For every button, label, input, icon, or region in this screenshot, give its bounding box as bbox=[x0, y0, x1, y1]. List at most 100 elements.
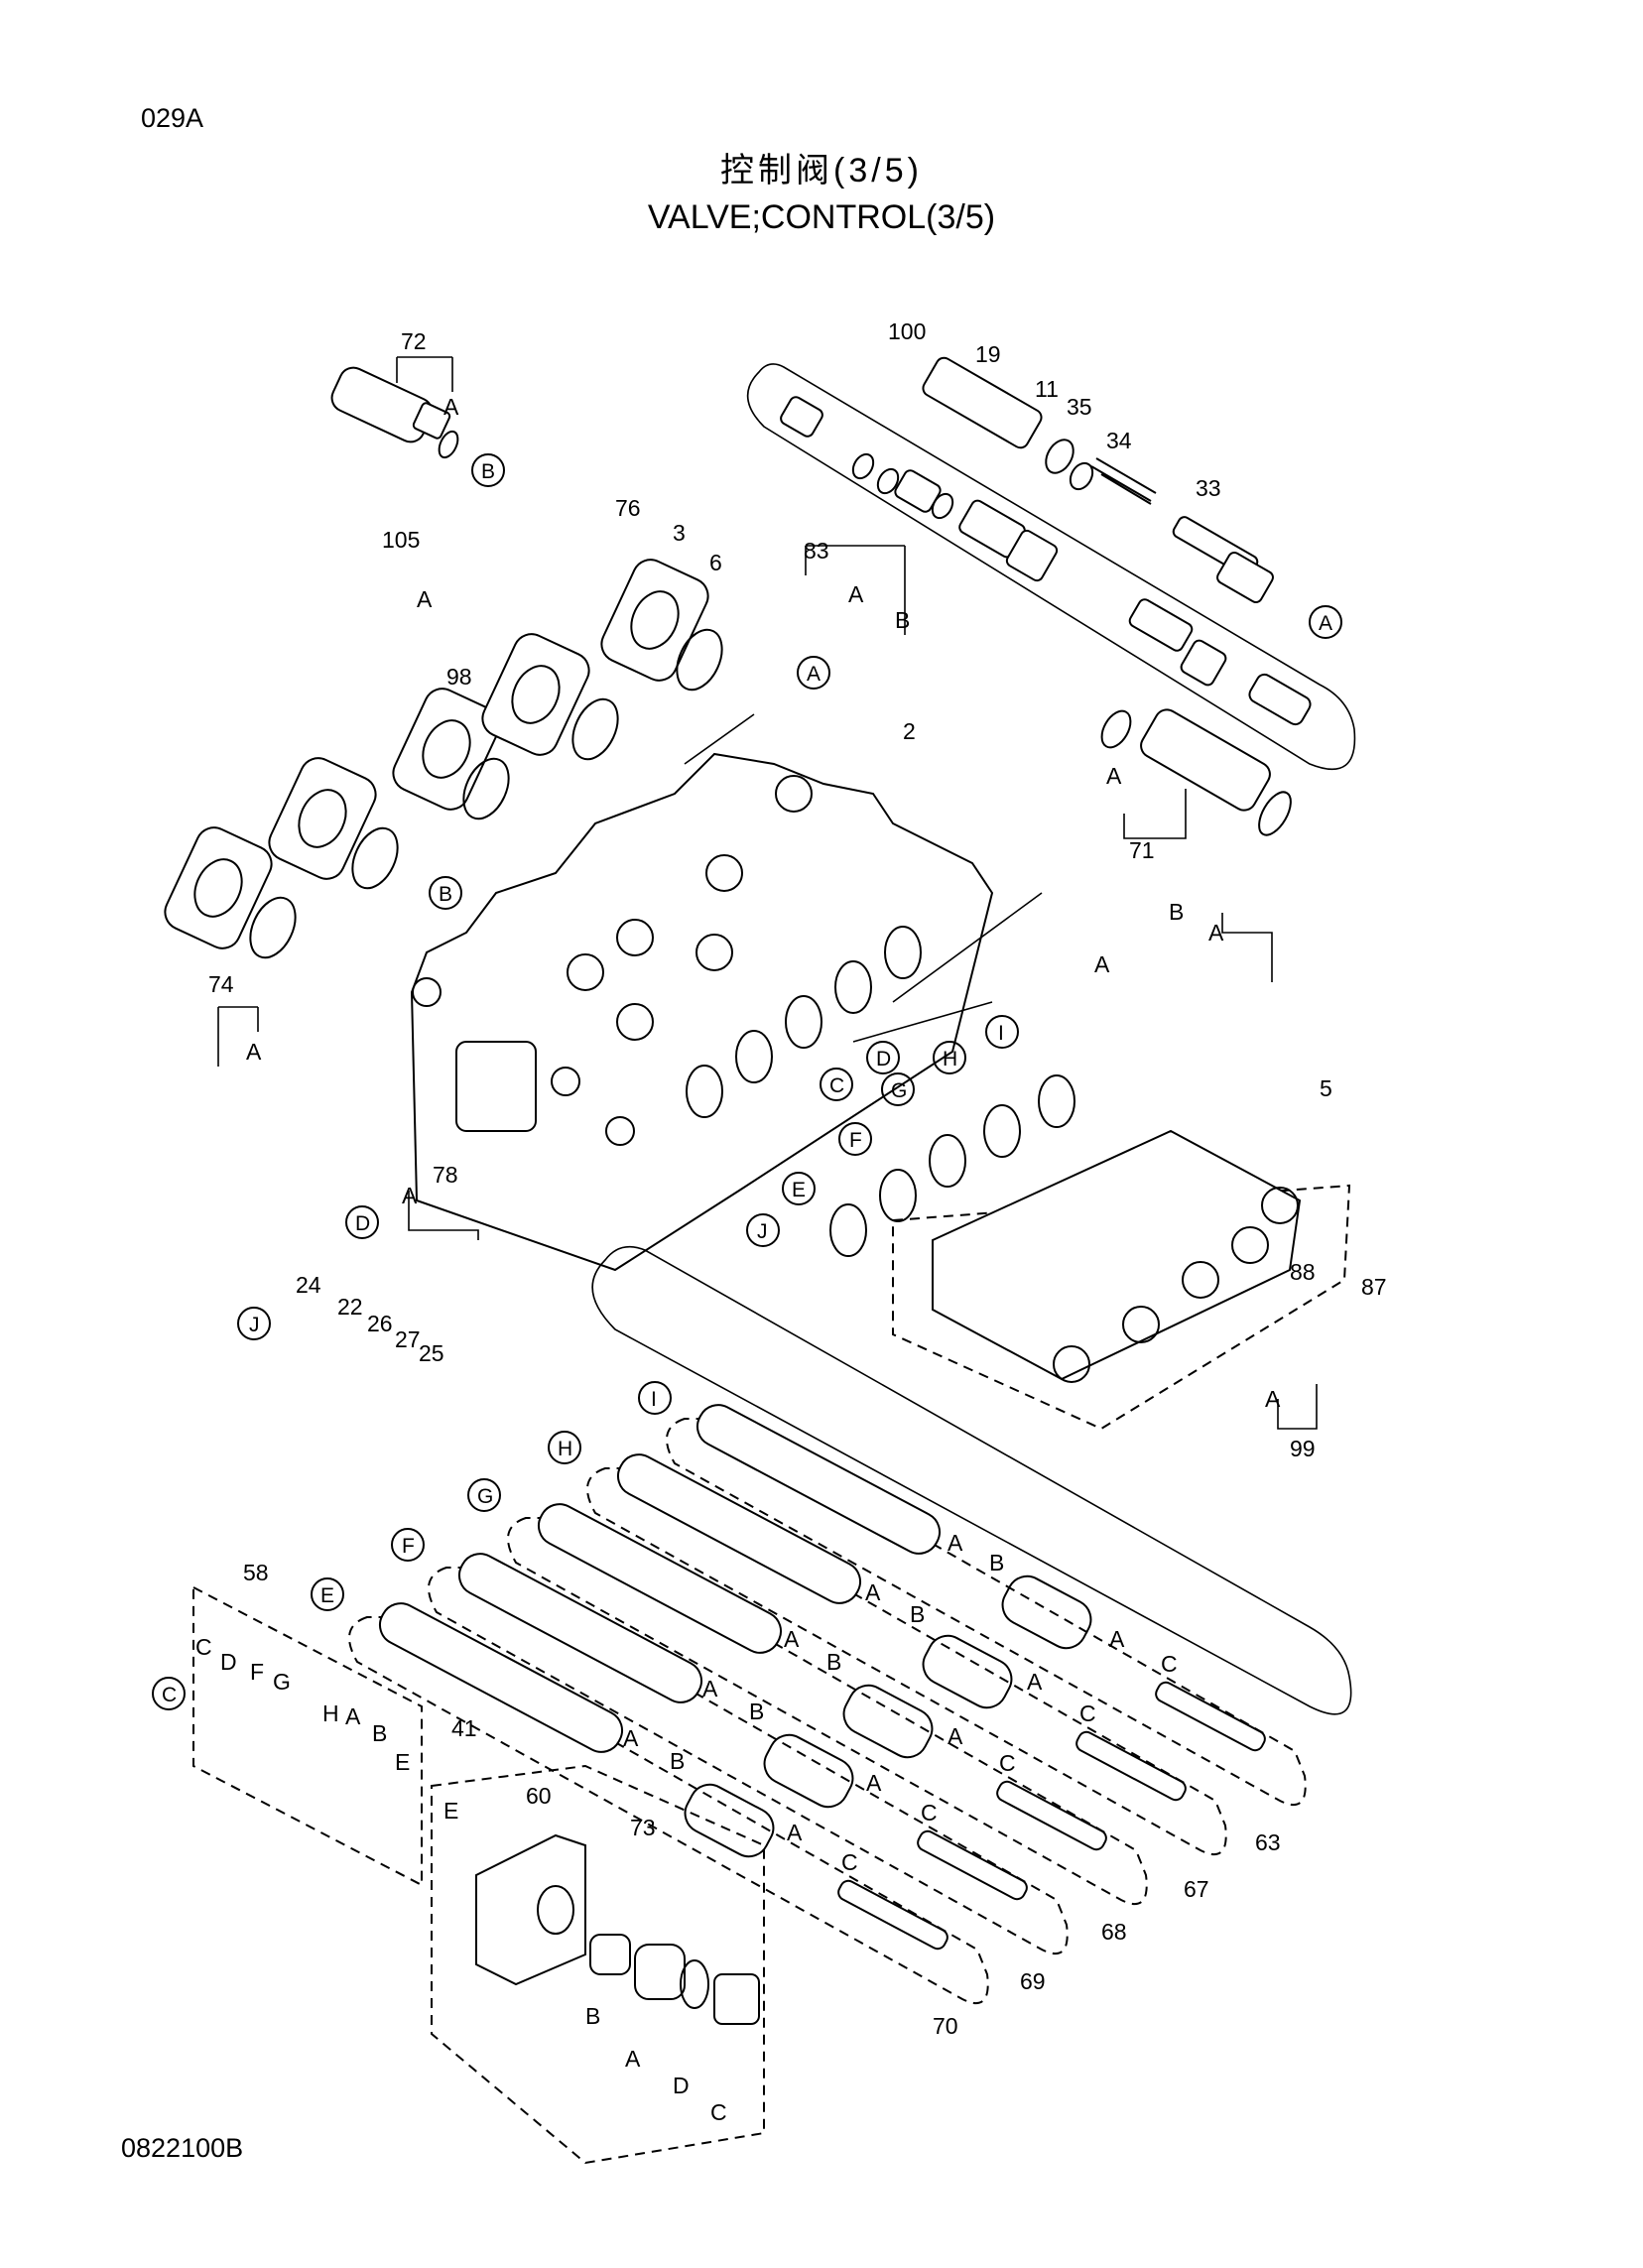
document-number: 0822100B bbox=[121, 2133, 244, 2163]
callout-73: 73 bbox=[630, 1815, 656, 1840]
ref-circle-j-left: J bbox=[237, 1307, 271, 1340]
spool-groups-dashed bbox=[192, 1418, 1307, 2165]
callout-11: 11 bbox=[1035, 376, 1059, 402]
relief-valve-72-drawing bbox=[330, 366, 459, 459]
svg-text:B: B bbox=[910, 1601, 925, 1627]
ref-circle-c-body: C bbox=[820, 1068, 853, 1101]
callout-63: 63 bbox=[1255, 1829, 1281, 1855]
svg-text:F: F bbox=[402, 1535, 415, 1558]
svg-text:A: A bbox=[1109, 1626, 1125, 1652]
ref-circle-f-body: F bbox=[838, 1122, 872, 1156]
title-chinese: 控制阀(3/5) bbox=[720, 152, 923, 189]
callout-69: 69 bbox=[1020, 1968, 1046, 1994]
svg-text:H: H bbox=[943, 1048, 957, 1071]
relief-valve-71-drawing bbox=[1100, 708, 1292, 836]
svg-text:J: J bbox=[249, 1314, 260, 1336]
ref-circle-d-valve: D bbox=[345, 1205, 379, 1239]
svg-text:B: B bbox=[372, 1720, 387, 1746]
svg-text:A: A bbox=[1208, 920, 1224, 945]
svg-text:C: C bbox=[162, 1684, 177, 1706]
svg-text:E: E bbox=[792, 1179, 806, 1201]
callout-105: 105 bbox=[382, 527, 420, 553]
svg-text:F: F bbox=[849, 1129, 862, 1152]
svg-text:A: A bbox=[866, 1770, 882, 1796]
callout-5: 5 bbox=[1320, 1075, 1332, 1101]
callout-99: 99 bbox=[1290, 1436, 1316, 1461]
svg-text:G: G bbox=[273, 1669, 291, 1695]
callout-78: 78 bbox=[433, 1162, 458, 1188]
ref-circle-i-spool: I bbox=[638, 1381, 672, 1415]
ref-circle-e-body: E bbox=[782, 1172, 816, 1205]
svg-text:A: A bbox=[402, 1183, 418, 1208]
callout-70: 70 bbox=[933, 2013, 958, 2039]
svg-text:H: H bbox=[322, 1701, 339, 1726]
callout-76-top: 76 bbox=[615, 495, 641, 521]
svg-text:A: A bbox=[443, 394, 459, 420]
svg-text:A: A bbox=[1027, 1669, 1043, 1695]
svg-text:A: A bbox=[1319, 612, 1332, 635]
svg-text:A: A bbox=[417, 586, 433, 612]
svg-text:D: D bbox=[220, 1649, 237, 1675]
callout-24: 24 bbox=[296, 1272, 321, 1298]
callout-74-left: 74 bbox=[208, 971, 234, 997]
callout-87: 87 bbox=[1361, 1274, 1387, 1300]
svg-text:A: A bbox=[948, 1530, 963, 1556]
callout-35: 35 bbox=[1067, 394, 1092, 420]
ref-circle-b-top: B bbox=[471, 453, 505, 487]
callout-83-top: 83 bbox=[804, 538, 829, 564]
svg-text:C: C bbox=[921, 1800, 938, 1826]
page-code: 029A bbox=[141, 103, 204, 133]
svg-text:C: C bbox=[999, 1750, 1016, 1776]
callout-58: 58 bbox=[243, 1560, 269, 1585]
svg-text:A: A bbox=[807, 663, 821, 686]
svg-text:B: B bbox=[826, 1649, 841, 1675]
callout-71: 71 bbox=[1129, 837, 1155, 863]
upper-spool-group-outline bbox=[746, 356, 1356, 771]
lower-spool-outline bbox=[591, 1245, 1352, 1715]
svg-text:A: A bbox=[948, 1723, 963, 1749]
svg-text:C: C bbox=[829, 1074, 844, 1097]
spool-bodies bbox=[378, 1404, 942, 1753]
cover-5-group bbox=[829, 1074, 1351, 1431]
svg-text:A: A bbox=[848, 581, 864, 607]
svg-text:B: B bbox=[749, 1699, 764, 1724]
ref-circle-e-spool: E bbox=[311, 1577, 344, 1611]
callout-41-top: 41 bbox=[451, 1715, 477, 1741]
ref-circle-f-spool: F bbox=[391, 1528, 425, 1562]
svg-text:D: D bbox=[673, 2073, 690, 2098]
svg-text:A: A bbox=[345, 1703, 361, 1729]
svg-text:C: C bbox=[1079, 1701, 1096, 1726]
ref-circle-g-body: G bbox=[881, 1072, 915, 1106]
svg-text:C: C bbox=[1161, 1651, 1178, 1677]
title-block: 控制阀(3/5) VALVE;CONTROL(3/5) bbox=[0, 149, 1643, 242]
svg-text:C: C bbox=[710, 2099, 727, 2125]
callout-27: 27 bbox=[395, 1326, 421, 1352]
svg-text:C: C bbox=[195, 1634, 212, 1660]
svg-text:E: E bbox=[395, 1749, 410, 1775]
covers-and-orings-left bbox=[164, 559, 723, 959]
ref-circle-c-left: C bbox=[152, 1677, 186, 1710]
svg-text:C: C bbox=[841, 1849, 858, 1875]
svg-text:E: E bbox=[443, 1798, 458, 1824]
ref-circle-d-body: D bbox=[866, 1041, 900, 1074]
svg-text:I: I bbox=[651, 1388, 657, 1411]
callout-98: 98 bbox=[446, 664, 472, 690]
svg-text:A: A bbox=[625, 2046, 641, 2072]
svg-text:B: B bbox=[585, 2003, 600, 2029]
callout-26: 26 bbox=[367, 1311, 393, 1336]
svg-text:B: B bbox=[1169, 899, 1184, 925]
ref-circle-j-body: J bbox=[746, 1213, 780, 1247]
callout-6-top: 6 bbox=[709, 550, 722, 575]
block-60-drawing bbox=[475, 1833, 760, 2025]
callout-19: 19 bbox=[975, 341, 1001, 367]
svg-text:D: D bbox=[355, 1212, 370, 1235]
svg-text:H: H bbox=[558, 1438, 572, 1460]
springs bbox=[684, 1575, 1092, 1858]
callout-34: 34 bbox=[1106, 428, 1132, 453]
ref-circle-h-spool: H bbox=[548, 1431, 581, 1464]
callout-88: 88 bbox=[1290, 1259, 1316, 1285]
svg-text:A: A bbox=[787, 1820, 803, 1845]
callout-2: 2 bbox=[903, 718, 916, 744]
callout-68: 68 bbox=[1101, 1919, 1127, 1945]
